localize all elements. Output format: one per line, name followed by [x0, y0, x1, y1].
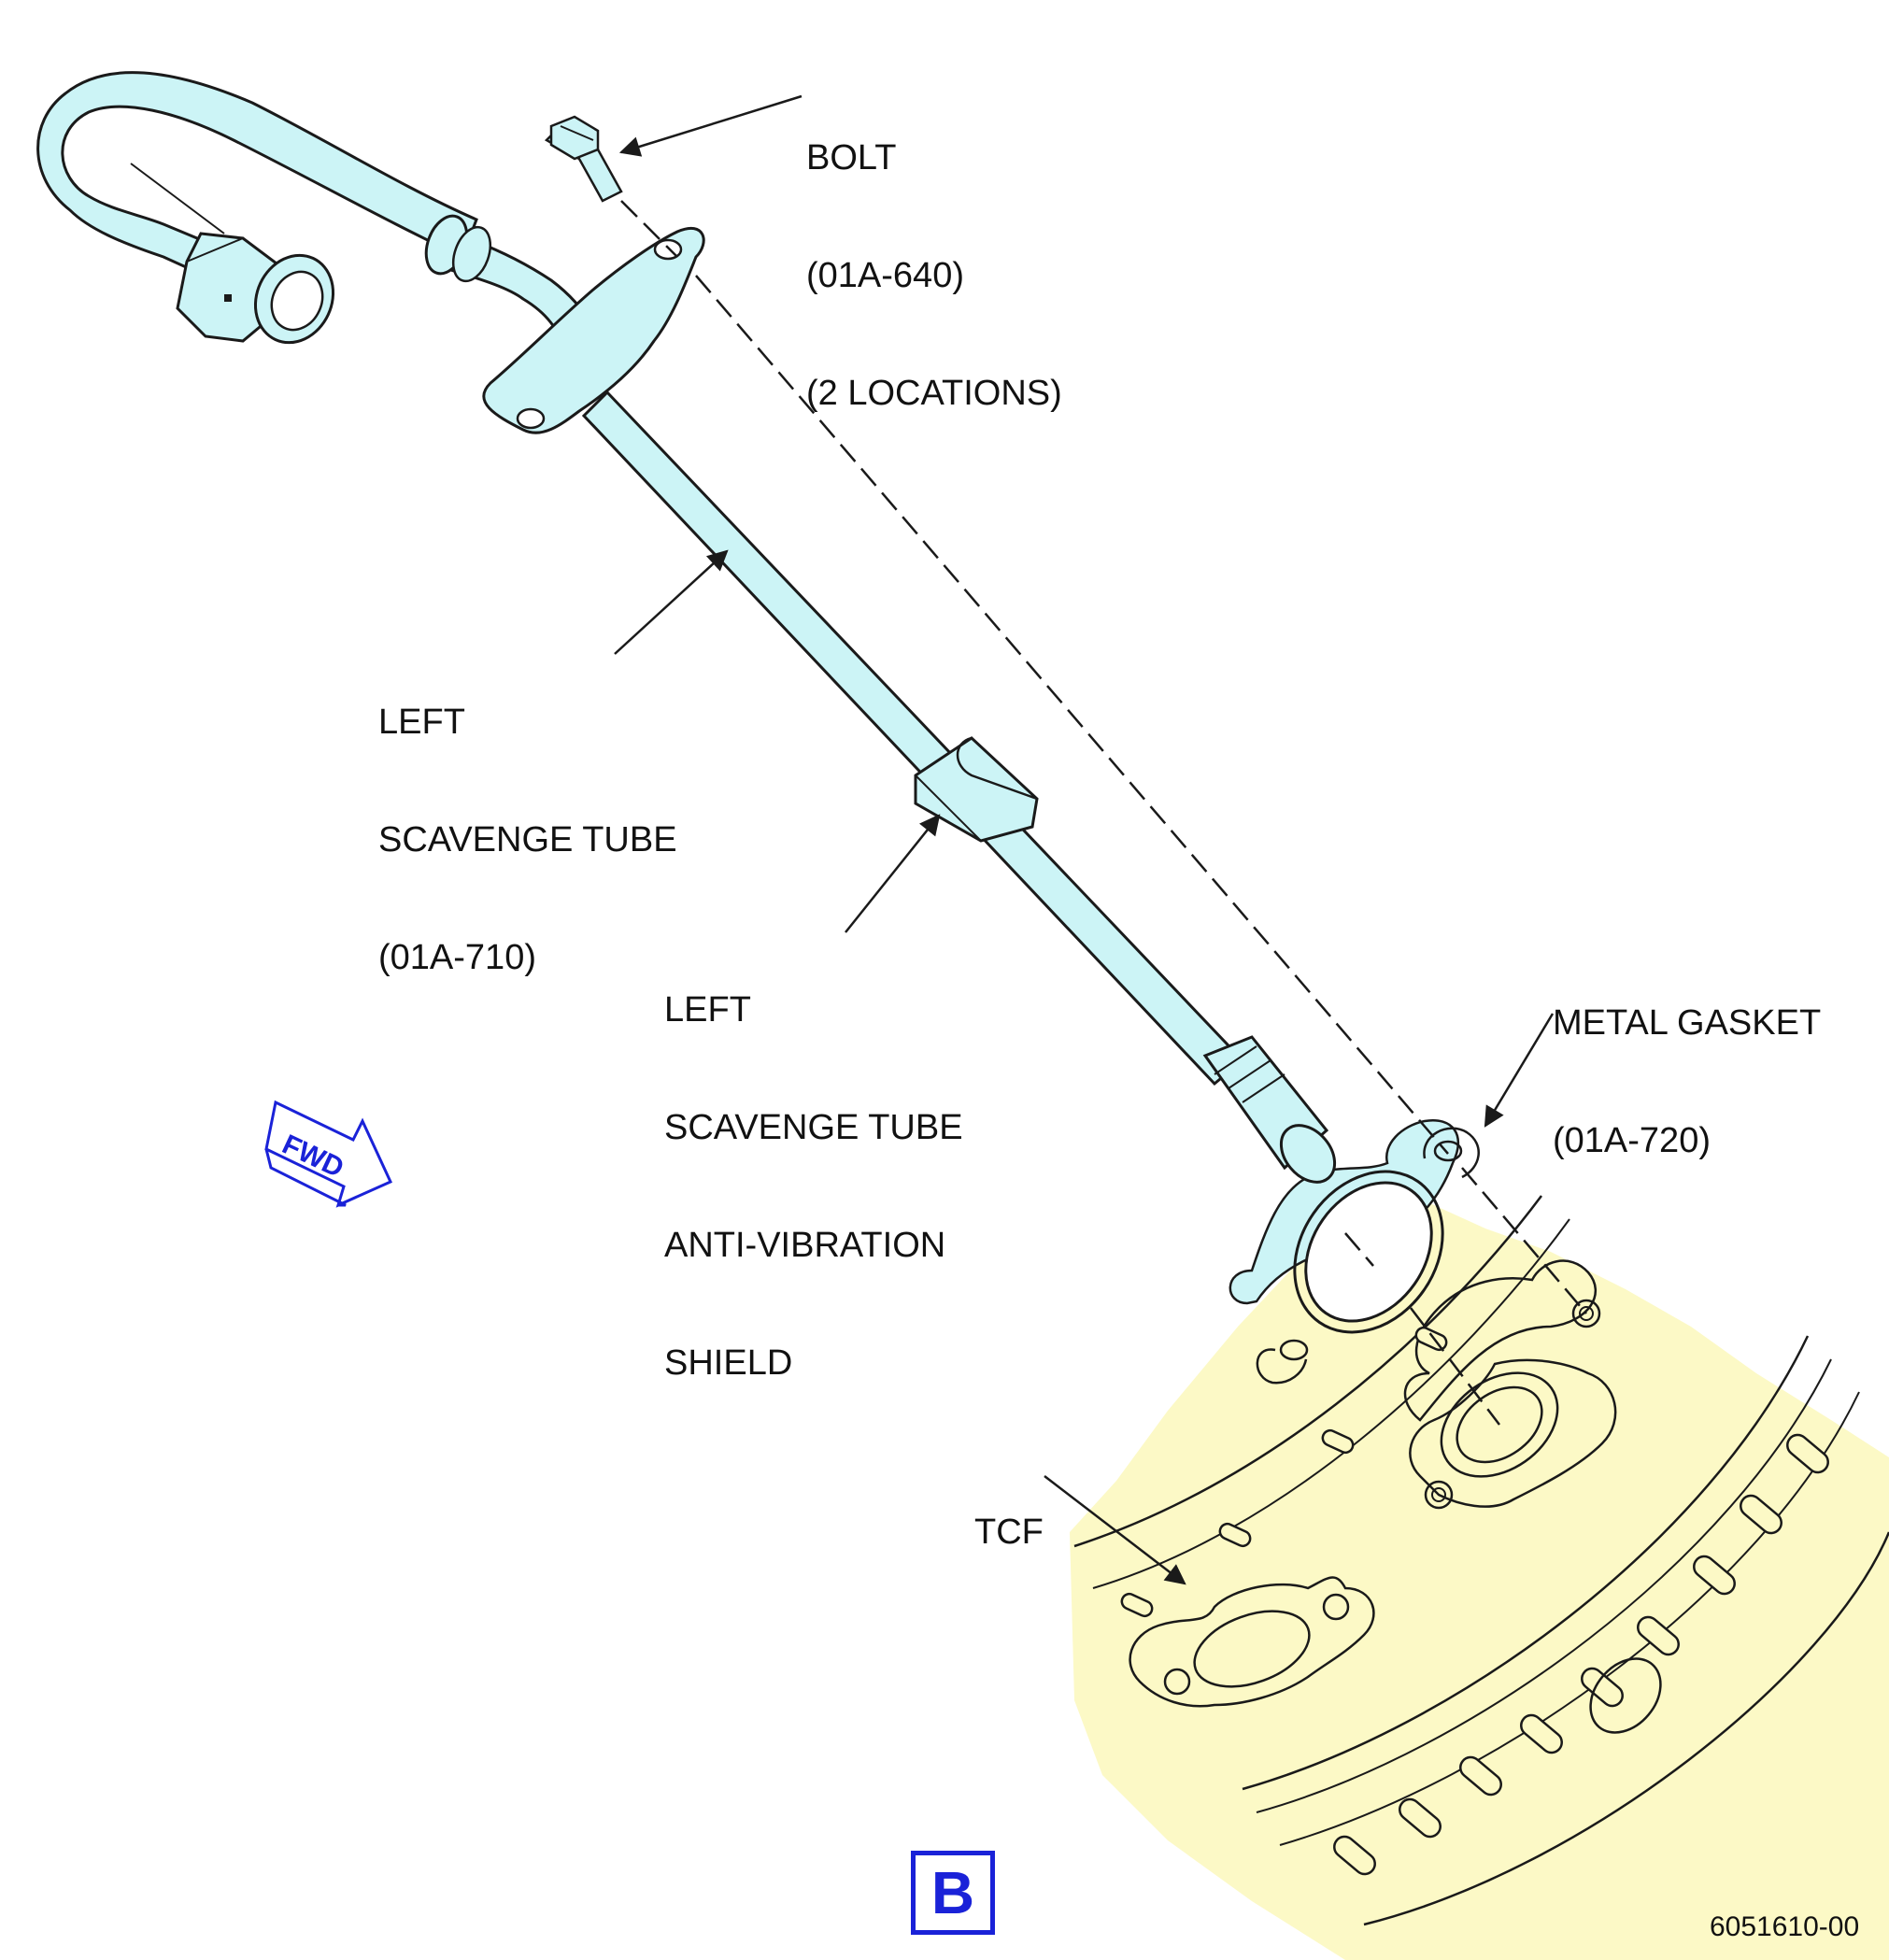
tube-mounting-flange: [482, 226, 705, 434]
bolt-callout-line-3: (2 LOCATIONS): [806, 374, 1062, 413]
view-label-box: B: [911, 1851, 995, 1935]
bolt-leader: [618, 94, 802, 157]
leader-lines: [614, 94, 1555, 1585]
document-id: 6051610-00: [1710, 1911, 1860, 1942]
bolt: [544, 115, 623, 203]
shield-leader: [845, 814, 941, 933]
gasket-callout-line-2: (01A-720): [1553, 1121, 1711, 1160]
tube-callout-line-1: LEFT: [378, 703, 465, 742]
tcf-leader: [1044, 1475, 1186, 1585]
tcf-frame-body: [1070, 1182, 1889, 1960]
assembly-center-lines: [620, 200, 1587, 1426]
shield-callout-line-2: SCAVENGE TUBE: [664, 1108, 963, 1147]
shield-callout-line-1: LEFT: [664, 990, 751, 1030]
tube-hex-nut: [176, 232, 335, 345]
tube-callout-line-3: (01A-710): [378, 938, 536, 977]
tcf-frame: [1070, 1182, 1889, 1960]
tube-u-bend: [36, 71, 478, 283]
tube-anti-vibration-shield: [914, 736, 1039, 843]
gasket-callout: METAL GASKET (01A-720): [1553, 925, 1821, 1200]
bolt-callout-line-1: BOLT: [806, 138, 897, 178]
shield-callout: LEFT SCAVENGE TUBE ANTI-VIBRATION SHIELD: [664, 912, 963, 1422]
tcf-ring-boss: [1589, 1657, 1662, 1734]
fwd-direction-arrow: FWD: [264, 1100, 392, 1208]
tcf-lower-boss: [1129, 1576, 1375, 1708]
tube-callout: LEFT SCAVENGE TUBE (01A-710): [378, 624, 677, 1016]
tcf-callout-line-1: TCF: [974, 1513, 1044, 1552]
tcf-callout: TCF: [974, 1434, 1044, 1591]
bolt-callout-line-2: (01A-640): [806, 256, 964, 295]
tube-straight-section: [581, 390, 1245, 1087]
tube-callout-line-2: SCAVENGE TUBE: [378, 820, 677, 859]
tube-end-fitting: [1202, 1035, 1337, 1184]
tube-leader: [614, 549, 729, 655]
shield-callout-line-3: ANTI-VIBRATION: [664, 1226, 946, 1265]
gasket-leader: [1484, 1013, 1555, 1128]
bolt-callout: BOLT (01A-640) (2 LOCATIONS): [806, 60, 1062, 452]
gasket-callout-line-1: METAL GASKET: [1553, 1003, 1822, 1043]
tcf-lower-pins: [1333, 1433, 1829, 1876]
metal-gasket: [1229, 1118, 1480, 1385]
shield-callout-line-4: SHIELD: [664, 1343, 793, 1383]
left-scavenge-tube: [36, 71, 1337, 1184]
